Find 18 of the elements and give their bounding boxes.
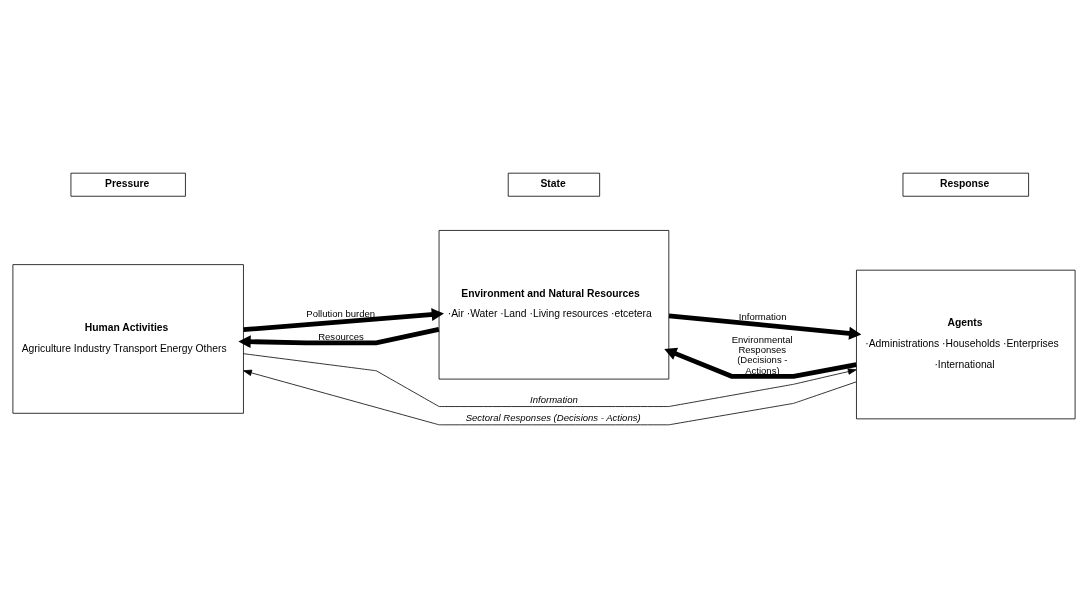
arrow — [243, 353, 857, 407]
node-box: Pressure — [70, 172, 186, 197]
arrow — [238, 327, 440, 349]
edge-label: Sectoral Responses (Decisions - Actions) — [465, 412, 641, 424]
node-box: State — [507, 172, 601, 197]
arrow — [664, 347, 857, 379]
edge-label: Information — [738, 311, 787, 323]
arrow — [243, 308, 444, 333]
arrow — [668, 313, 862, 340]
node-box: Response — [902, 172, 1029, 197]
edge-label: Information — [530, 394, 578, 406]
arrow — [243, 369, 857, 426]
node-box: Human Activities Agriculture Industry Transport Energy Others — [12, 264, 244, 414]
node-box: Environment and Natural Resources ·Air ·Water ·Land ·Living resources ·etcetera — [438, 230, 670, 380]
edge-label: Resources — [318, 331, 364, 343]
edge-label: Pollution burden — [306, 308, 376, 320]
node-box: Agents ·Administrations ·Households ·Enterprises ·International — [856, 269, 1076, 420]
edge-label: Environmental Responses (Decisions - Actions) — [731, 333, 793, 376]
